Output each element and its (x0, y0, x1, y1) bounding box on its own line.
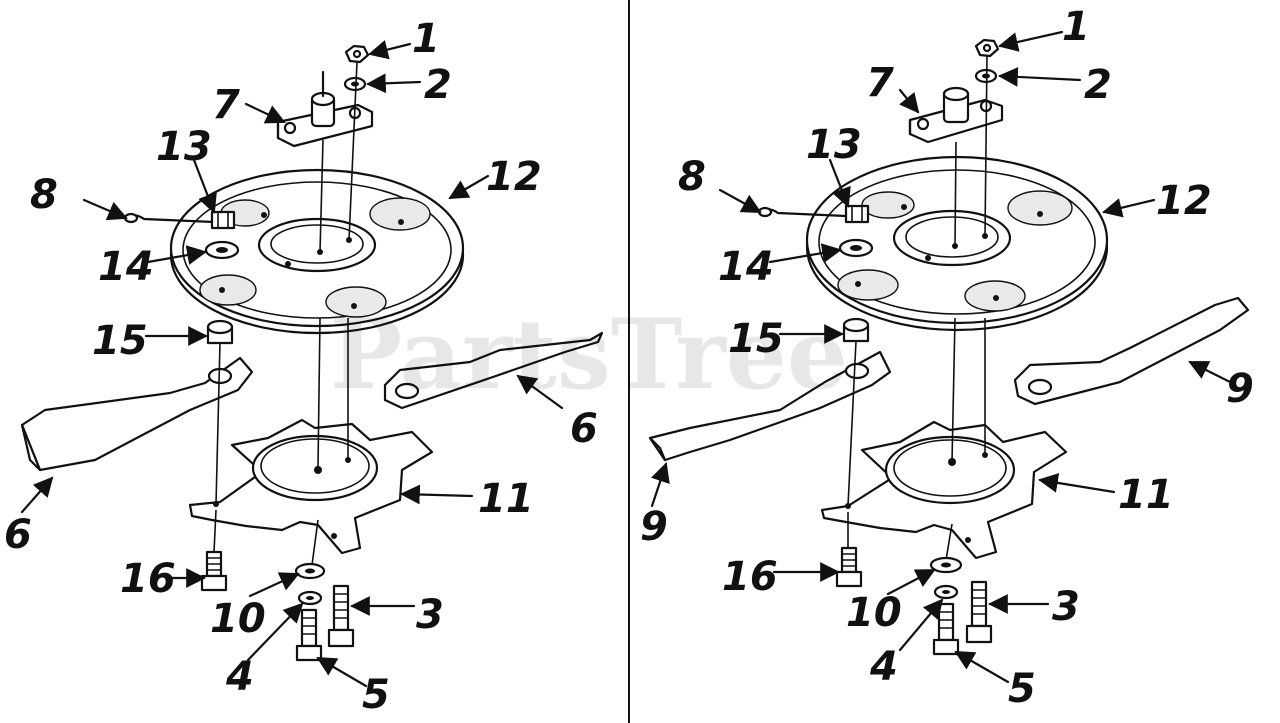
labels-right: 1 2 7 13 8 12 14 15 9 9 11 16 10 3 4 5 (640, 4, 1254, 712)
assembly-lines-right (847, 55, 988, 561)
label-2-left: 2 (424, 62, 452, 108)
watermark: PartsTree (330, 298, 848, 411)
leaders-right (650, 30, 1232, 684)
label-8-right: 8 (678, 154, 706, 200)
label-13-left: 13 (156, 124, 212, 170)
washer-10-left (294, 562, 326, 580)
lock-washer-4-right (933, 584, 959, 600)
label-1-right: 1 (1062, 4, 1090, 50)
label-15-left: 15 (92, 318, 148, 364)
label-6-left-b: 6 (570, 406, 598, 452)
label-7-right: 7 (866, 60, 894, 106)
label-3-left: 3 (416, 592, 444, 638)
labels-left: 1 2 7 13 12 8 14 15 6 6 11 16 10 3 4 5 (4, 16, 598, 718)
pulley-right (805, 155, 1109, 332)
bolt-16-left (200, 550, 228, 592)
label-12-right: 12 (1156, 178, 1212, 224)
blade-right-front (648, 350, 892, 462)
bolt-3-right (965, 580, 993, 644)
pulley-left (169, 168, 465, 335)
label-6-left-a: 6 (4, 512, 32, 558)
nut-1-left (344, 44, 370, 64)
label-5-left: 5 (362, 672, 390, 718)
blade-right-rear (1013, 296, 1250, 406)
washer-2-left (343, 76, 367, 92)
label-14-right: 14 (718, 244, 774, 290)
label-7-left: 7 (212, 82, 240, 128)
label-16-left: 16 (120, 556, 176, 602)
castle-nut-right (844, 204, 870, 224)
bolt-5-left (295, 608, 323, 662)
washer-14-left (204, 240, 240, 260)
lock-washer-4-left (297, 590, 323, 606)
spindle-arm-right (908, 86, 1004, 144)
label-11-right: 11 (1118, 472, 1174, 518)
washer-10-right (929, 556, 963, 574)
bolt-5-right (932, 602, 960, 656)
label-8-left: 8 (30, 172, 58, 218)
left-assembly: 1 2 7 13 12 8 14 15 6 6 11 16 10 3 4 5 (4, 16, 604, 718)
label-16-right: 16 (722, 554, 778, 600)
label-9-right-b: 9 (640, 504, 668, 550)
washer-14-right (838, 238, 874, 258)
nut-1-right (974, 38, 1000, 58)
label-12-left: 12 (486, 154, 542, 200)
label-11-left: 11 (478, 476, 534, 522)
label-4-left: 4 (225, 654, 254, 700)
blade-left-front (20, 356, 254, 472)
bolt-3-left (327, 584, 355, 648)
castle-nut-left (210, 210, 236, 230)
blade-adapter-left (188, 418, 434, 555)
label-15-right: 15 (728, 316, 784, 362)
label-9-right-a: 9 (1226, 366, 1254, 412)
spacer-15-right (842, 317, 870, 343)
spindle-arm-left (276, 70, 374, 148)
label-5-right: 5 (1008, 666, 1036, 712)
label-10-right: 10 (846, 590, 902, 636)
blade-adapter-right (820, 420, 1068, 560)
label-10-left: 10 (210, 596, 266, 642)
assembly-lines-left (213, 61, 358, 566)
blade-left-rear (383, 331, 604, 410)
bolt-16-right (835, 546, 863, 588)
right-assembly: 1 2 7 13 8 12 14 15 9 9 11 16 10 3 4 5 (640, 4, 1254, 712)
leaders-left (20, 40, 564, 688)
label-13-right: 13 (806, 122, 862, 168)
label-2-right: 2 (1084, 62, 1112, 108)
label-3-right: 3 (1052, 584, 1080, 630)
spacer-15-left (206, 319, 234, 345)
label-1-left: 1 (412, 16, 440, 62)
label-4-right: 4 (869, 644, 898, 690)
label-14-left: 14 (98, 244, 154, 290)
